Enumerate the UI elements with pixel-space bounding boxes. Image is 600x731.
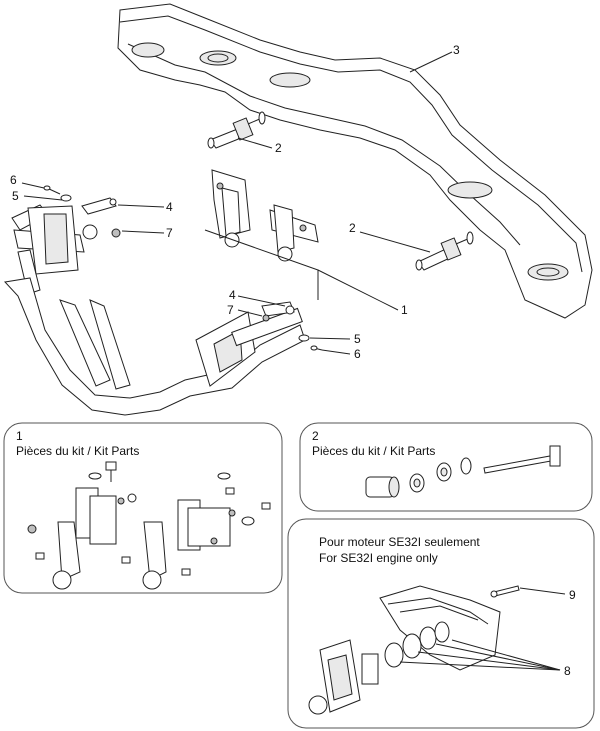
callout-5-left: 5	[12, 189, 19, 203]
callout-9: 9	[569, 588, 576, 602]
callout-4-left: 4	[166, 200, 173, 214]
engine-leader-lines	[399, 587, 566, 671]
kit-2-number: 2	[312, 429, 319, 443]
hardware-set-right	[261, 301, 323, 351]
kit-1-title: Pièces du kit / Kit Parts	[16, 444, 139, 458]
isolator-bolt-upper	[207, 111, 266, 149]
callout-3: 3	[453, 43, 460, 57]
hardware-set-left	[43, 185, 121, 238]
callout-6-left: 6	[10, 173, 17, 187]
mount-bracket-right	[269, 204, 319, 262]
kit-2-parts	[365, 445, 561, 498]
callout-1: 1	[401, 303, 408, 317]
cross-member-part	[117, 3, 593, 319]
leader-lines	[21, 51, 453, 355]
engine-note-line1: Pour moteur SE32I seulement	[319, 535, 480, 549]
mount-bracket-left	[211, 169, 251, 248]
kit-1-number: 1	[16, 429, 23, 443]
callout-2-upper: 2	[275, 141, 282, 155]
kit-2-title: Pièces du kit / Kit Parts	[312, 444, 435, 458]
callout-7-left: 7	[166, 226, 173, 240]
callout-2-lower: 2	[349, 221, 356, 235]
callout-7-right: 7	[227, 303, 234, 317]
callout-4-right: 4	[229, 288, 236, 302]
engine-mount-detail	[308, 585, 520, 715]
isolator-bolt-lower	[415, 231, 474, 271]
frame-cradle	[3, 204, 306, 416]
callout-8: 8	[564, 664, 571, 678]
engine-note-line2: For SE32I engine only	[319, 551, 438, 565]
kit-1-parts	[27, 461, 271, 590]
callout-6-right: 6	[354, 347, 361, 361]
callout-5-right: 5	[354, 332, 361, 346]
